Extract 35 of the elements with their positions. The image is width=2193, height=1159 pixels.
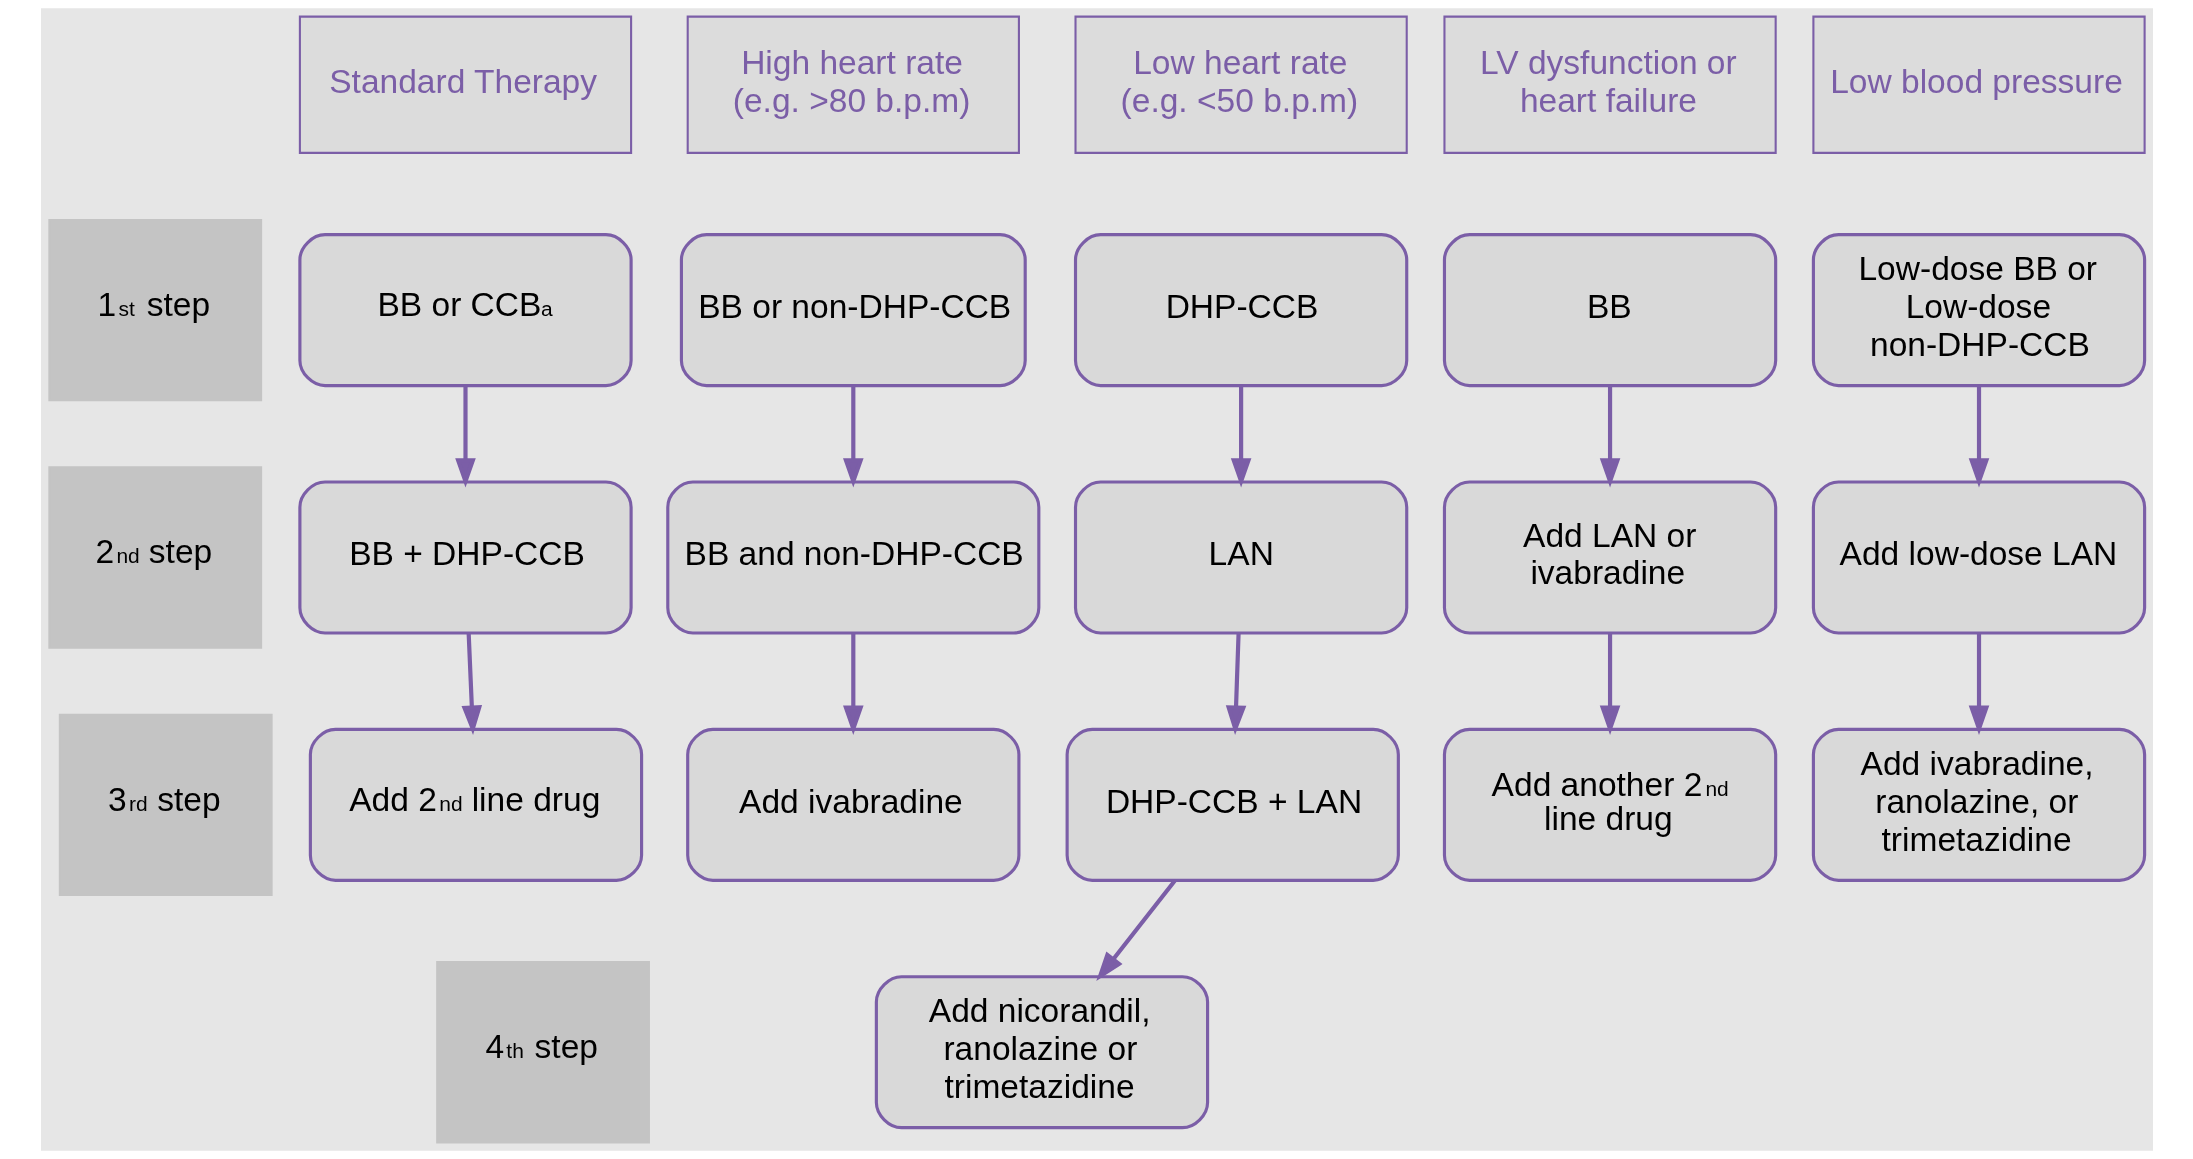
arrow bbox=[1095, 879, 1177, 981]
arrow bbox=[454, 385, 476, 488]
node-box: Add ivabradine bbox=[685, 727, 1020, 882]
node-box: BB and non-DHP-CCB bbox=[665, 480, 1040, 635]
arrow bbox=[842, 633, 864, 735]
node-box: Standard Therapy bbox=[298, 15, 632, 154]
arrow bbox=[1225, 633, 1246, 735]
node-box: Add LAN or ivabradine bbox=[1442, 480, 1777, 635]
node-box: 1st step bbox=[47, 218, 262, 402]
node-box: Low-dose BB or Low-dose non-DHP-CCB bbox=[1811, 233, 2146, 388]
node-box: 3rd step bbox=[58, 713, 273, 897]
node-box: Low blood pressure bbox=[1811, 15, 2146, 154]
node-box: Add 2nd line drug bbox=[308, 727, 643, 882]
arrow bbox=[1599, 633, 1620, 735]
node-box: BB or non-DHP-CCB bbox=[679, 233, 1027, 388]
node-box: LV dysfunction or heart failure bbox=[1442, 15, 1777, 154]
node-box: Add nicorandil, ranolazine or trimetazidine bbox=[874, 975, 1209, 1130]
arrow bbox=[461, 633, 482, 735]
node-box: Low heart rate (e.g. <50 b.p.m) bbox=[1073, 15, 1408, 154]
node-box: LAN bbox=[1073, 480, 1408, 635]
node-box: Add ivabradine, ranolazine, or trimetazidine bbox=[1811, 727, 2146, 882]
node-box: DHP-CCB + LAN bbox=[1065, 727, 1400, 882]
arrow bbox=[1968, 385, 1989, 488]
node-box: Add low-dose LAN bbox=[1811, 480, 2146, 635]
node-box: 4th step bbox=[435, 961, 650, 1144]
node-box: BB or CCBa bbox=[297, 233, 633, 388]
arrow bbox=[1599, 385, 1620, 488]
node-box: BB bbox=[1442, 233, 1777, 388]
arrow bbox=[842, 385, 864, 488]
arrow bbox=[1968, 633, 1989, 735]
node-box: BB + DHP-CCB bbox=[297, 480, 633, 635]
arrow bbox=[1230, 385, 1251, 488]
node-box: High heart rate (e.g. >80 b.p.m) bbox=[686, 15, 1020, 154]
node-box: DHP-CCB bbox=[1073, 233, 1408, 388]
node-box: 2nd step bbox=[47, 466, 262, 649]
